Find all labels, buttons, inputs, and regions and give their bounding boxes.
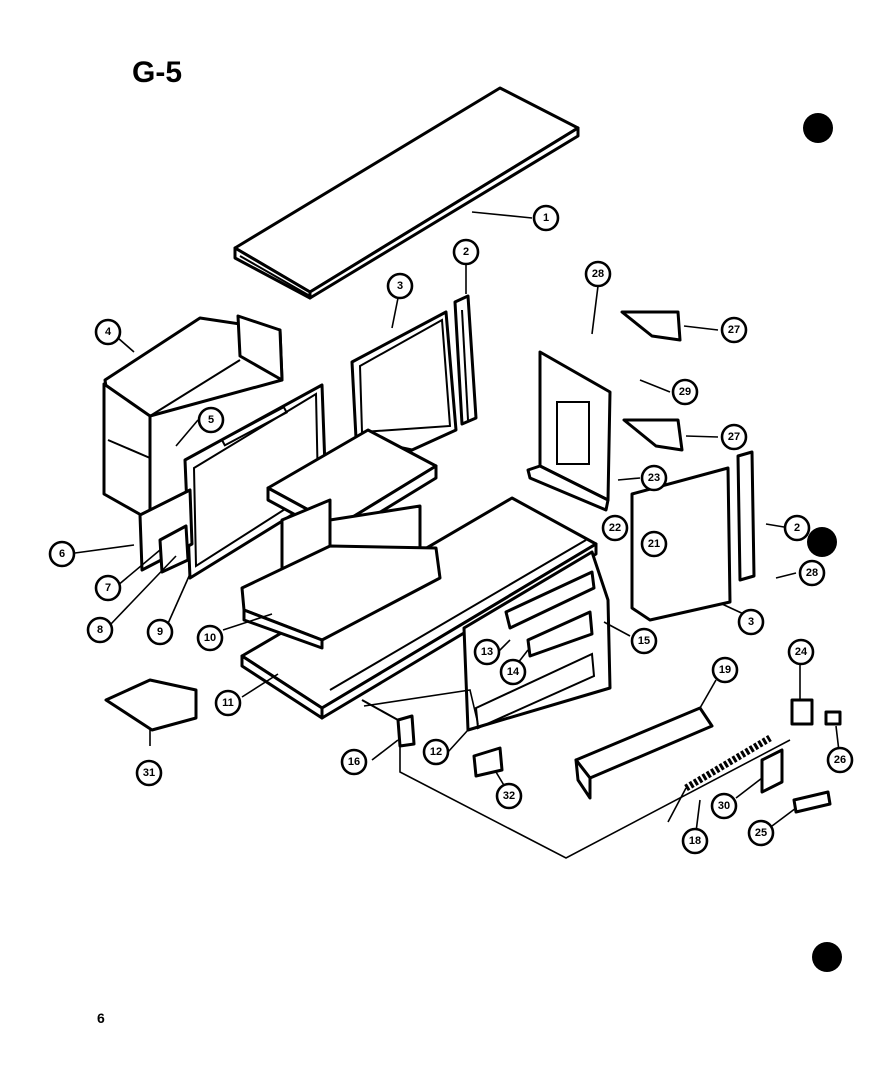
- callout-15: 15: [630, 627, 658, 655]
- svg-text:18: 18: [689, 835, 701, 847]
- part-side-panel-upper: [350, 310, 458, 452]
- part-channel: [574, 706, 714, 800]
- callout-5: 5: [197, 406, 225, 434]
- callout-32: 32: [495, 782, 523, 810]
- svg-text:16: 16: [348, 756, 360, 768]
- part-tray: [104, 678, 198, 732]
- svg-text:11: 11: [222, 697, 234, 709]
- callout-4: 4: [94, 318, 122, 346]
- callout-25: 25: [747, 819, 775, 847]
- callout-24: 24: [787, 638, 815, 666]
- part-side-panel-right: [630, 466, 732, 622]
- callout-10: 10: [196, 624, 224, 652]
- part-trim-strip: [138, 488, 194, 574]
- part-switch: [472, 746, 504, 778]
- svg-text:21: 21: [648, 538, 660, 550]
- callout-9: 9: [146, 618, 174, 646]
- svg-text:7: 7: [105, 582, 111, 594]
- svg-text:2: 2: [463, 246, 469, 258]
- part-support-bracket-lower: [622, 418, 684, 452]
- callout-26: 26: [826, 746, 854, 774]
- callout-1: 1: [532, 204, 560, 232]
- part-blower-assembly: [240, 428, 442, 650]
- svg-text:23: 23: [648, 472, 660, 484]
- callout-12: 12: [422, 738, 450, 766]
- svg-text:25: 25: [755, 827, 767, 839]
- svg-text:4: 4: [105, 326, 112, 338]
- callout-2: 2: [783, 514, 811, 542]
- callout-16: 16: [340, 748, 368, 776]
- svg-text:9: 9: [157, 626, 163, 638]
- callout-30: 30: [710, 792, 738, 820]
- callout-31: 31: [135, 759, 163, 787]
- svg-text:30: 30: [718, 800, 730, 812]
- part-side-channel-upper: [453, 294, 478, 426]
- part-heater-element: [667, 734, 772, 823]
- part-base-pan: [240, 496, 598, 720]
- callout-23: 23: [640, 464, 668, 492]
- svg-text:10: 10: [204, 632, 216, 644]
- svg-text:5: 5: [208, 414, 214, 426]
- svg-text:28: 28: [592, 268, 604, 280]
- callout-28: 28: [584, 260, 612, 288]
- svg-text:1: 1: [543, 212, 549, 224]
- callout-3: 3: [737, 608, 765, 636]
- svg-text:6: 6: [59, 548, 65, 560]
- callout-14: 14: [499, 658, 527, 686]
- svg-text:24: 24: [795, 646, 808, 658]
- callout-18: 18: [681, 827, 709, 855]
- callout-19: 19: [711, 656, 739, 684]
- svg-text:26: 26: [834, 754, 846, 766]
- part-control-box: [760, 698, 842, 814]
- binder-hole-icon: [803, 113, 833, 143]
- callout-13: 13: [473, 638, 501, 666]
- callout-29: 29: [671, 378, 699, 406]
- svg-text:27: 27: [728, 431, 740, 443]
- part-bracket: [361, 699, 416, 748]
- part-mount-panel: [526, 350, 612, 512]
- page-number: 6: [97, 1010, 105, 1026]
- svg-text:14: 14: [507, 666, 520, 678]
- callout-6: 6: [48, 540, 76, 568]
- svg-text:12: 12: [430, 746, 442, 758]
- callout-22: 22: [601, 514, 629, 542]
- svg-text:3: 3: [397, 280, 403, 292]
- part-housing: [102, 314, 284, 522]
- part-side-channel-right: [736, 450, 756, 582]
- svg-text:13: 13: [481, 646, 493, 658]
- callout-27: 27: [720, 423, 748, 451]
- callout-3: 3: [386, 272, 414, 300]
- svg-text:15: 15: [638, 635, 650, 647]
- callout-8: 8: [86, 616, 114, 644]
- binder-hole-icon: [807, 527, 837, 557]
- part-support-bracket-upper: [620, 310, 682, 342]
- callout-21: 21: [640, 530, 668, 558]
- svg-text:8: 8: [97, 624, 103, 636]
- svg-text:3: 3: [748, 616, 754, 628]
- callout-27: 27: [720, 316, 748, 344]
- callout-7: 7: [94, 574, 122, 602]
- svg-text:29: 29: [679, 386, 691, 398]
- binder-hole-icon: [812, 942, 842, 972]
- svg-text:31: 31: [143, 767, 155, 779]
- leader-lines: [74, 211, 841, 859]
- callout-2: 2: [452, 238, 480, 266]
- svg-text:27: 27: [728, 324, 740, 336]
- callout-11: 11: [214, 689, 242, 717]
- svg-text:28: 28: [806, 567, 818, 579]
- svg-text:32: 32: [503, 790, 515, 802]
- part-top-cover: [233, 86, 580, 300]
- diagram-title: G-5: [132, 56, 182, 89]
- part-front-grille: [462, 550, 612, 732]
- svg-text:2: 2: [794, 522, 800, 534]
- callout-28: 28: [798, 559, 826, 587]
- svg-text:19: 19: [719, 664, 731, 676]
- svg-text:22: 22: [609, 522, 621, 534]
